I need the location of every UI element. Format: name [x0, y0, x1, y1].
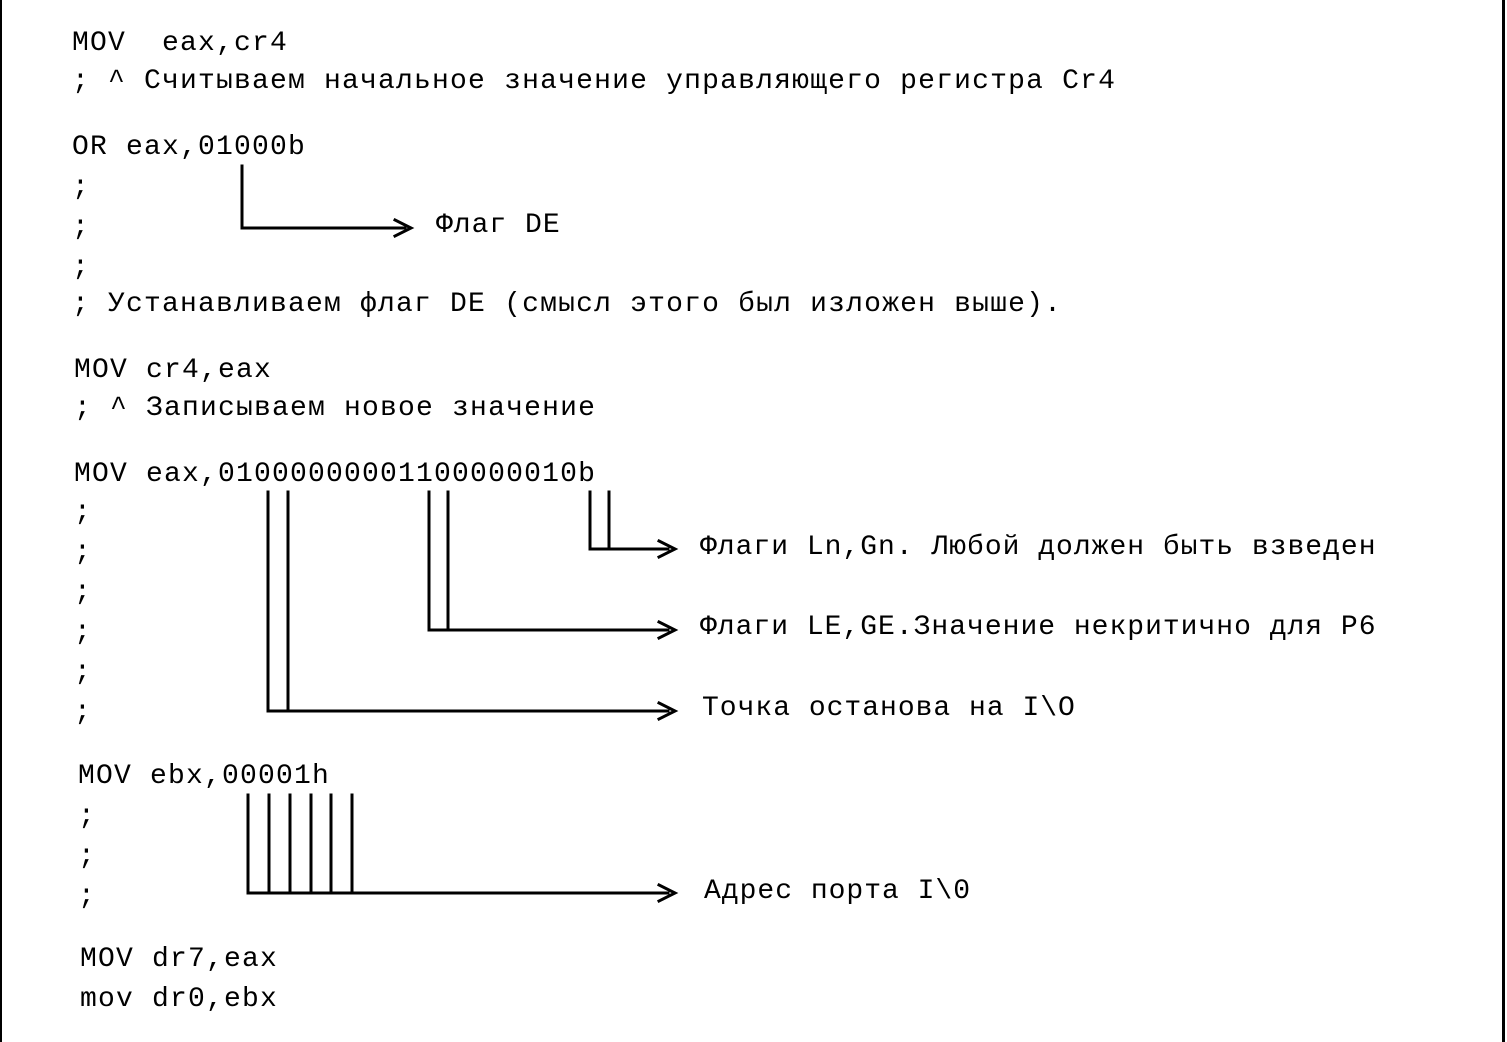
- arrow-flag-de: [240, 164, 415, 239]
- comment-semicolon: ;: [74, 537, 93, 568]
- code-mov-eax-cr4: MOV eax,cr4: [72, 28, 289, 59]
- page-border-left: [0, 0, 2, 1042]
- comment-semicolon: ;: [74, 697, 93, 728]
- arrow-flags-ln-gn: [588, 490, 679, 560]
- code-mov-dr7: MOV dr7,eax: [80, 944, 279, 975]
- arrow-flags-le-ge: [427, 490, 679, 641]
- comment-semicolon: ;: [78, 841, 97, 872]
- code-mov-cr4-eax: MOV cr4,eax: [74, 355, 273, 386]
- annotation-flags-le-ge: Флаги LE,GE.Значение некритично для P6: [700, 612, 1377, 643]
- code-or-eax: OR eax,01000b: [72, 132, 307, 163]
- comment-semicolon: ;: [74, 657, 93, 688]
- comment-semicolon: ;: [72, 252, 91, 283]
- comment-read-cr4: ; ^ Считываем начальное значение управля…: [72, 66, 1117, 97]
- comment-set-de: ; Устанавливаем флаг DE (смысл этого был…: [72, 289, 1063, 320]
- code-mov-dr0: mov dr0,ebx: [80, 984, 279, 1015]
- comment-semicolon: ;: [72, 172, 91, 203]
- annotation-flags-ln-gn: Флаги Ln,Gn. Любой должен быть взведен: [700, 532, 1377, 563]
- comment-semicolon: ;: [74, 617, 93, 648]
- arrow-io-breakpoint: [266, 490, 679, 722]
- comment-write-new: ; ^ Записываем новое значение: [74, 393, 597, 424]
- arrow-io-port-address: [246, 793, 679, 904]
- code-mov-eax-bits: MOV eax,01000000001100000010b: [74, 459, 597, 490]
- comment-semicolon: ;: [78, 881, 97, 912]
- annotation-io-breakpoint: Точка останова на I\O: [702, 693, 1076, 724]
- code-mov-ebx: MOV ebx,00001h: [78, 761, 331, 792]
- comment-semicolon: ;: [72, 212, 91, 243]
- comment-semicolon: ;: [78, 801, 97, 832]
- comment-semicolon: ;: [74, 577, 93, 608]
- page-border-right: [1502, 0, 1505, 1042]
- annotation-flag-de: Флаг DE: [436, 210, 561, 241]
- annotation-io-port-address: Адрес порта I\0: [704, 876, 972, 907]
- comment-semicolon: ;: [74, 497, 93, 528]
